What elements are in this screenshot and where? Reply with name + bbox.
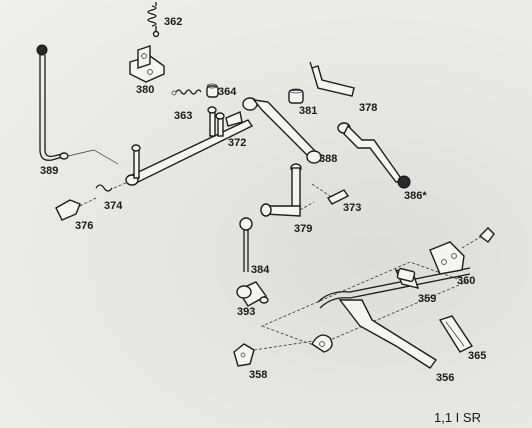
- label-373: 373: [343, 202, 362, 214]
- label-362: 362: [164, 16, 183, 28]
- part-381-bushing: [288, 88, 304, 104]
- part-365-pedal-pad: [438, 315, 474, 353]
- label-360: 360: [457, 275, 476, 287]
- part-360-bracket: [429, 227, 495, 275]
- label-388: 388: [319, 153, 338, 165]
- label-393: 393: [237, 306, 256, 318]
- part-379-lever: [260, 163, 315, 217]
- part-389-gear-lever: [36, 44, 119, 165]
- label-363: 363: [174, 110, 193, 122]
- label-384: 384: [251, 264, 270, 276]
- part-376-bracket: [55, 197, 97, 221]
- label-380: 380: [136, 84, 155, 96]
- label-381: 381: [299, 105, 318, 117]
- label-358: 358: [249, 369, 268, 381]
- part-364-bushing: [206, 83, 219, 98]
- part-358-bracket: [233, 339, 321, 367]
- part-363-spring: [171, 89, 202, 96]
- label-374: 374: [104, 200, 123, 212]
- part-356-pedal-assembly: [260, 261, 471, 369]
- label-376: 376: [75, 220, 94, 232]
- part-378-bracket: [309, 61, 355, 97]
- part-388-link-rod: [242, 97, 322, 164]
- part-384-selector-rod: [239, 217, 253, 272]
- label-378: 378: [359, 102, 378, 114]
- label-364: 364: [218, 86, 237, 98]
- part-373-pin: [311, 183, 350, 205]
- label-372: 372: [228, 137, 247, 149]
- part-372-shift-rod: [125, 106, 254, 186]
- part-362-spring: [147, 2, 160, 38]
- label-365: 365: [468, 350, 487, 362]
- label-389: 389: [40, 165, 59, 177]
- label-379: 379: [294, 223, 313, 235]
- diagram-caption: 1,1 I SR: [434, 410, 481, 425]
- part-380-bracket: [129, 45, 165, 83]
- part-374-clip: [95, 182, 127, 192]
- label-356: 356: [436, 372, 455, 384]
- label-359: 359: [418, 293, 437, 305]
- part-386-link: [337, 122, 411, 189]
- part-359-bushing: [394, 267, 420, 289]
- label-386: 386*: [404, 190, 427, 202]
- part-393-bushing: [236, 281, 269, 307]
